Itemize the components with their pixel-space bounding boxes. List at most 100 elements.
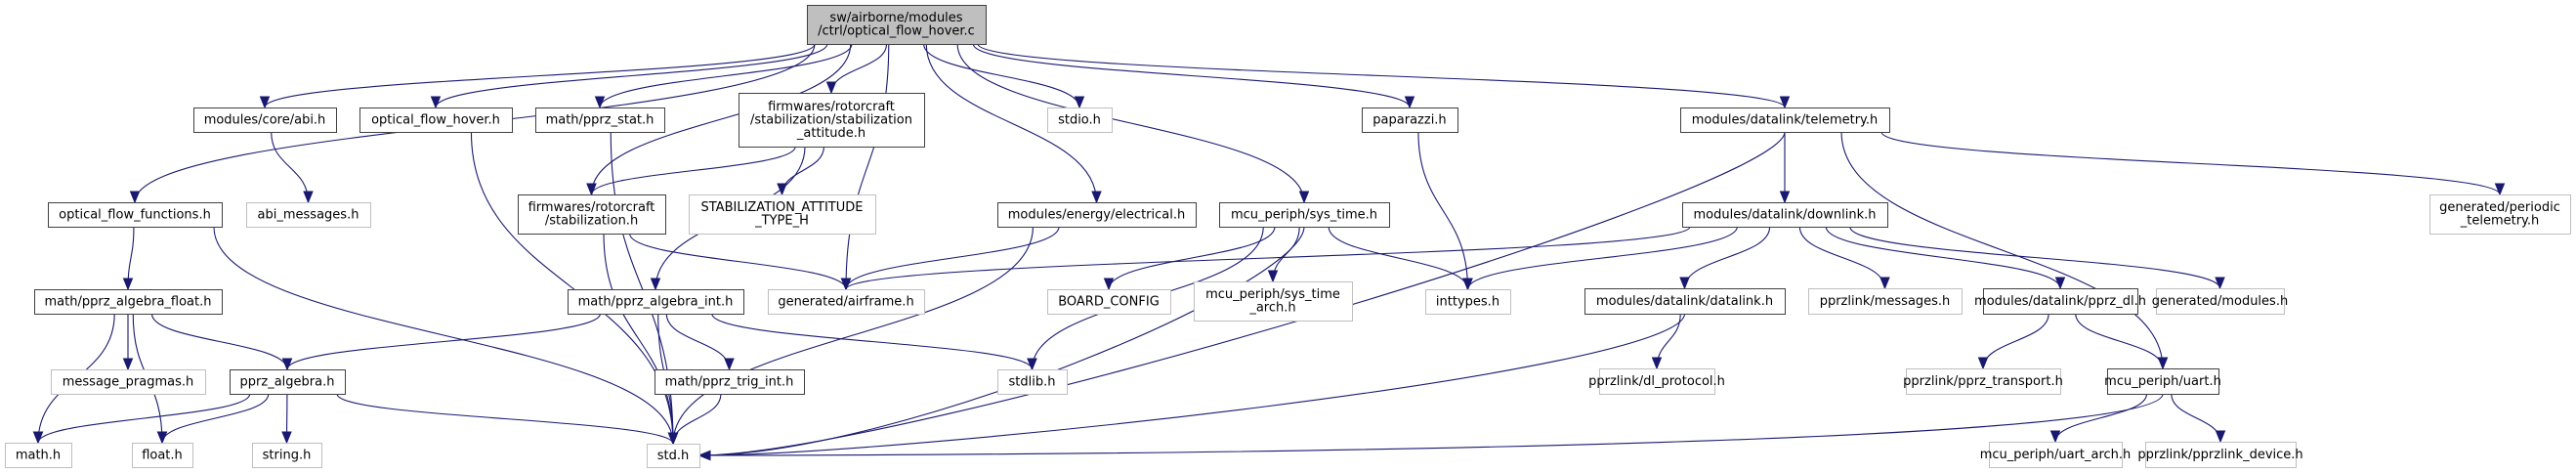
node-offunc[interactable]: optical_flow_functions.h xyxy=(48,202,223,228)
node-label: math.h xyxy=(16,448,61,462)
arrowhead-icon xyxy=(156,431,168,445)
node-box xyxy=(1047,108,1113,133)
node-label: pprzlink/pprzlink_device.h xyxy=(2137,448,2302,462)
arrowhead-icon xyxy=(303,191,314,204)
node-stdio[interactable]: stdio.h xyxy=(1047,108,1113,133)
node-box xyxy=(193,108,337,133)
node-telemetry[interactable]: modules/datalink/telemetry.h xyxy=(1680,108,1890,133)
node-box xyxy=(1047,289,1171,315)
edge-line xyxy=(213,226,674,445)
node-inttypes[interactable]: inttypes.h xyxy=(1425,289,1511,315)
node-downlink[interactable]: modules/datalink/downlink.h xyxy=(1682,202,1888,228)
node-box xyxy=(1906,368,2061,395)
node-box xyxy=(252,443,322,468)
node-label: /stabilization.h xyxy=(545,214,638,229)
edge-line xyxy=(1982,313,2049,369)
node-label: modules/datalink/pprz_dl.h xyxy=(1974,294,2146,309)
node-label: modules/datalink/telemetry.h xyxy=(1692,112,1879,127)
node-algint[interactable]: math/pprz_algebra_int.h xyxy=(568,289,744,315)
node-stab[interactable]: firmwares/rotorcraft/stabilization.h xyxy=(518,194,666,235)
edge-algint-to-stdlib xyxy=(711,313,1037,371)
edges-layer xyxy=(32,43,2506,461)
edge-line xyxy=(286,313,601,370)
node-label: firmwares/rotorcraft xyxy=(528,200,655,215)
arrowhead-icon xyxy=(724,358,735,371)
edge-line xyxy=(1880,131,2501,195)
arrowhead-icon xyxy=(2049,430,2061,444)
node-root[interactable]: sw/airborne/modules/ctrl/optical_flow_ho… xyxy=(807,5,987,45)
node-abimsg[interactable]: abi_messages.h xyxy=(246,202,371,228)
edge-line xyxy=(711,313,1034,370)
edge-telemetry-to-downlink xyxy=(1779,131,1791,204)
arrowhead-icon xyxy=(1462,278,1473,291)
node-pprzstat[interactable]: math/pprz_stat.h xyxy=(535,108,665,133)
edge-pprzalg-to-std xyxy=(336,393,679,446)
edge-uart-to-pprzlinkdev xyxy=(2171,393,2226,444)
node-label: generated/periodic xyxy=(2439,200,2560,215)
node-string[interactable]: string.h xyxy=(252,443,322,468)
edge-line xyxy=(264,43,816,108)
node-electrical[interactable]: modules/energy/electrical.h xyxy=(997,202,1197,228)
arrowhead-icon xyxy=(32,431,44,445)
edge-offunc-to-algfloat xyxy=(122,226,135,291)
node-dlproto[interactable]: pprzlink/dl_protocol.h xyxy=(1588,368,1725,395)
node-algfloat[interactable]: math/pprz_algebra_float.h xyxy=(34,289,223,315)
node-box xyxy=(34,289,223,315)
edge-root-to-stdio xyxy=(923,43,1085,109)
node-math[interactable]: math.h xyxy=(5,443,72,468)
node-stabatt[interactable]: firmwares/rotorcraft/stabilization/stabi… xyxy=(739,93,925,148)
node-msgpragmas[interactable]: message_pragmas.h xyxy=(51,369,206,395)
edge-offunc-to-std xyxy=(213,226,679,446)
arrowhead-icon xyxy=(594,96,606,109)
node-label: mcu_periph/uart.h xyxy=(2104,374,2221,389)
node-systimearch[interactable]: mcu_periph/sys_time_arch.h xyxy=(1194,281,1353,322)
node-label: message_pragmas.h xyxy=(63,374,194,389)
arrowhead-icon xyxy=(840,278,852,291)
node-stabtype[interactable]: STABILIZATION_ATTITUDE_TYPE_H xyxy=(689,194,876,235)
edge-line xyxy=(610,131,674,445)
edge-root-to-pprzstat xyxy=(594,43,853,109)
node-label: sw/airborne/modules xyxy=(829,11,962,25)
edge-systime-to-boardcfg xyxy=(1103,226,1276,291)
node-abi[interactable]: modules/core/abi.h xyxy=(193,108,337,133)
node-uart[interactable]: mcu_periph/uart.h xyxy=(2104,368,2221,395)
node-box xyxy=(807,5,987,45)
node-box xyxy=(2156,288,2285,315)
node-datalink[interactable]: modules/datalink/datalink.h xyxy=(1584,288,1786,315)
node-genmodules[interactable]: generated/modules.h xyxy=(2152,288,2288,315)
node-ofhover[interactable]: optical_flow_hover.h xyxy=(359,108,513,133)
edge-root-to-electrical xyxy=(925,43,1102,204)
node-label: abi_messages.h xyxy=(258,207,359,222)
edge-uart-to-std xyxy=(697,393,2164,461)
edge-line xyxy=(470,131,674,445)
node-messages[interactable]: pprzlink/messages.h xyxy=(1808,288,1963,315)
node-box xyxy=(1808,288,1963,315)
arrowhead-icon xyxy=(122,358,134,371)
arrowhead-icon xyxy=(1267,270,1279,283)
node-label: /stabilization/stabilization xyxy=(750,112,912,127)
node-airframe[interactable]: generated/airframe.h xyxy=(768,289,925,315)
arrowhead-icon xyxy=(667,432,679,446)
node-pprzdl[interactable]: modules/datalink/pprz_dl.h xyxy=(1974,288,2146,315)
node-box xyxy=(246,202,371,228)
node-boardcfg[interactable]: BOARD_CONFIG xyxy=(1047,289,1171,315)
node-std[interactable]: std.h xyxy=(647,444,700,468)
arrowhead-icon xyxy=(2157,357,2169,370)
node-stdlib[interactable]: stdlib.h xyxy=(997,369,1068,395)
node-label: modules/datalink/datalink.h xyxy=(1596,294,1773,309)
node-pprzalg[interactable]: pprz_algebra.h xyxy=(230,369,346,395)
node-uartarch[interactable]: mcu_periph/uart_arch.h xyxy=(1980,442,2132,468)
arrowhead-icon xyxy=(586,183,597,196)
node-periodic[interactable]: generated/periodic_telemetry.h xyxy=(2429,194,2571,235)
node-pprztransport[interactable]: pprzlink/pprz_transport.h xyxy=(1903,368,2063,395)
node-paparazzi[interactable]: paparazzi.h xyxy=(1362,108,1458,133)
node-pprzlinkdev[interactable]: pprzlink/pprzlink_device.h xyxy=(2137,442,2303,468)
node-float[interactable]: float.h xyxy=(132,443,193,468)
node-systime[interactable]: mcu_periph/sys_time.h xyxy=(1219,202,1390,228)
edge-stab-to-std xyxy=(603,233,679,446)
arrowhead-icon xyxy=(825,81,837,95)
edge-downlink-to-airframe xyxy=(840,226,1691,291)
node-trigint[interactable]: math/pprz_trig_int.h xyxy=(655,369,805,395)
arrowhead-icon xyxy=(281,431,292,445)
